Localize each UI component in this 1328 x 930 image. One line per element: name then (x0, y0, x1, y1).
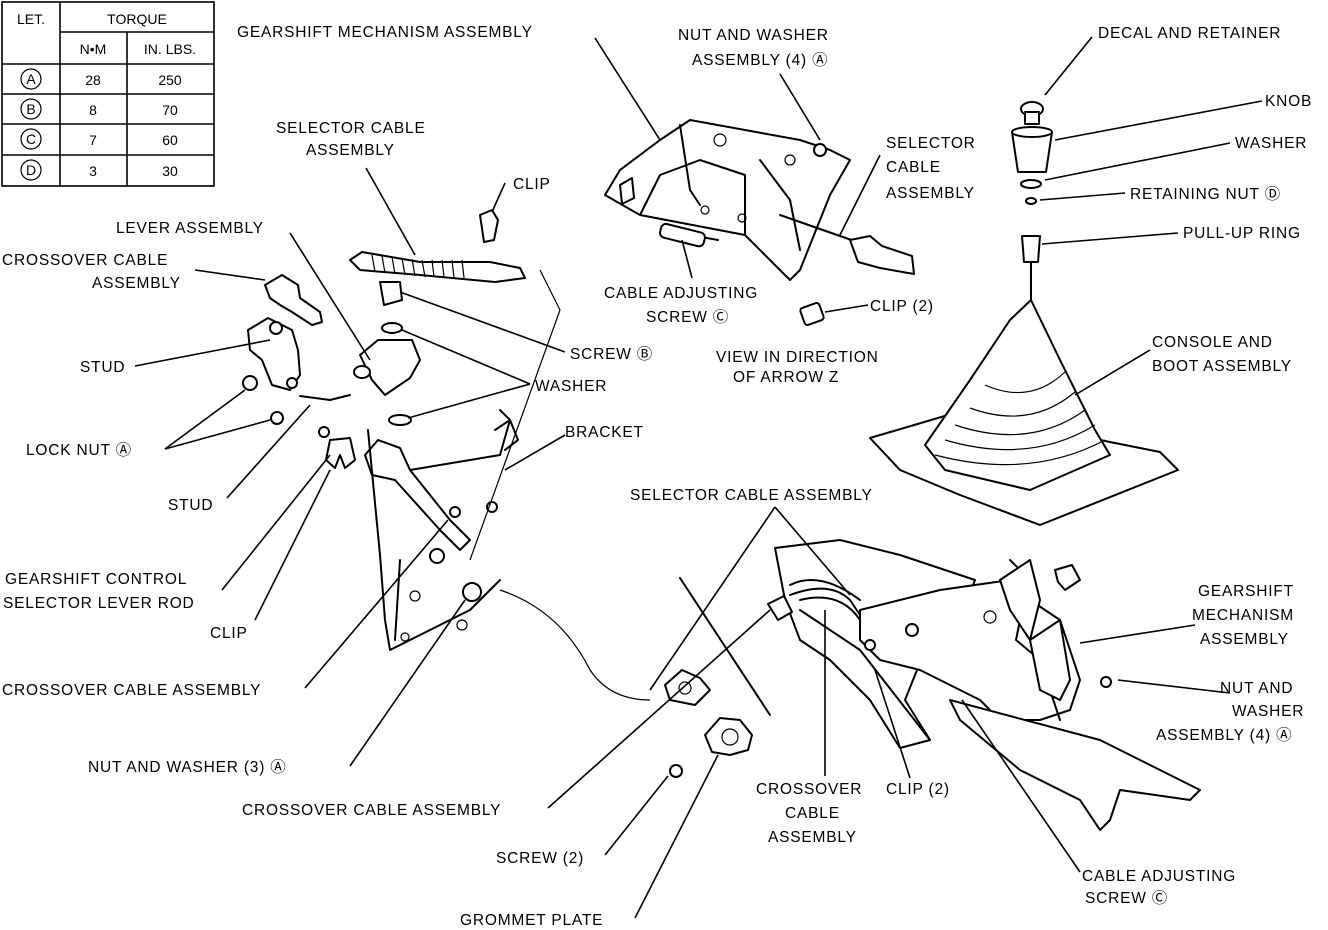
table-row: B 8 70 (20, 98, 178, 120)
label-lock-nut: LOCK NUT Ⓐ (26, 441, 132, 459)
table-row-nm: 8 (89, 102, 97, 118)
label-clip-2-bottom: CLIP (2) (886, 781, 950, 798)
gearshift-mechanism-bottom-drawing (664, 539, 1201, 831)
label-view-arrow-z: OF ARROW Z (733, 369, 839, 386)
label-gearshift-mechanism-right: ASSEMBLY (1200, 631, 1289, 648)
label-screw-2: SCREW (2) (496, 850, 584, 867)
table-row-inlbs: 30 (162, 163, 178, 179)
label-nut-washer-right: NUT AND (1220, 680, 1293, 697)
label-crossover-cable-bottom: ASSEMBLY (768, 829, 857, 846)
label-selector-cable-lower: SELECTOR CABLE ASSEMBLY (630, 487, 873, 504)
label-clip-left: CLIP (210, 625, 248, 642)
label-nut-washer-3: NUT AND WASHER (3) Ⓐ (88, 758, 287, 776)
label-cable-adjusting-bottom: CABLE ADJUSTING (1082, 868, 1236, 885)
table-row-nm: 7 (89, 132, 97, 148)
table-row-nm: 28 (85, 72, 101, 88)
table-row-nm: 3 (89, 163, 97, 179)
labels: GEARSHIFT MECHANISM ASSEMBLY NUT AND WAS… (2, 24, 1312, 929)
label-stud-1: STUD (80, 359, 125, 376)
label-crossover-cable-lower: CROSSOVER CABLE ASSEMBLY (242, 802, 501, 819)
gearshift-mechanism-top-drawing (604, 119, 915, 327)
label-lever-assembly: LEVER ASSEMBLY (116, 220, 264, 237)
table-row: C 7 60 (20, 128, 178, 150)
torque-table: LET. TORQUE N•M IN. LBS. A 28 250 B 8 70… (1, 1, 215, 187)
label-crossover-cable-bottom: CABLE (785, 805, 840, 822)
table-header-torque: TORQUE (107, 11, 167, 27)
knob-console-drawing (869, 101, 1179, 526)
lever-bracket-drawing (242, 209, 651, 701)
label-crossover-cable-tl: CROSSOVER CABLE (2, 252, 168, 269)
label-screw-b: SCREW Ⓑ (570, 345, 653, 363)
leader-lines (134, 36, 1263, 919)
label-selector-cable-left: SELECTOR CABLE (276, 120, 426, 137)
label-selector-cable-mid: ASSEMBLY (886, 185, 975, 202)
label-gearshift-mechanism-right: GEARSHIFT (1198, 583, 1294, 600)
label-retaining-nut: RETAINING NUT Ⓓ (1130, 185, 1281, 203)
label-crossover-cable-bottom: CROSSOVER (756, 781, 862, 798)
label-selector-cable-mid: CABLE (886, 159, 941, 176)
label-washer-right: WASHER (1235, 135, 1307, 152)
label-pull-up-ring: PULL-UP RING (1183, 225, 1301, 242)
label-cable-adjusting-top: CABLE ADJUSTING (604, 285, 758, 302)
label-console-boot: BOOT ASSEMBLY (1152, 358, 1292, 375)
label-selector-cable-mid: SELECTOR (886, 135, 976, 152)
table-row-letter: A (26, 71, 36, 87)
label-crossover-cable-left: CROSSOVER CABLE ASSEMBLY (2, 682, 261, 699)
table-row: D 3 30 (20, 159, 178, 181)
label-knob: KNOB (1265, 93, 1312, 110)
label-decal-retainer: DECAL AND RETAINER (1098, 25, 1281, 42)
label-nut-washer-right: ASSEMBLY (4) Ⓐ (1156, 726, 1292, 744)
table-row-inlbs: 250 (158, 72, 182, 88)
label-grommet-plate: GROMMET PLATE (460, 912, 603, 929)
label-console-boot: CONSOLE AND (1152, 334, 1273, 351)
label-nut-washer-top: ASSEMBLY (4) Ⓐ (692, 51, 828, 69)
table-row: A 28 250 (20, 68, 182, 90)
table-row-inlbs: 70 (162, 102, 178, 118)
table-header-nm: N•M (80, 41, 107, 57)
table-row-inlbs: 60 (162, 132, 178, 148)
table-row-letter: C (26, 131, 36, 147)
label-gearshift-control-rod: SELECTOR LEVER ROD (3, 595, 195, 612)
table-header-inlbs: IN. LBS. (144, 41, 196, 57)
label-stud-2: STUD (168, 497, 213, 514)
label-clip-2-top: CLIP (2) (870, 298, 934, 315)
table-row-letter: B (26, 101, 35, 117)
label-gearshift-mechanism-right: MECHANISM (1192, 607, 1294, 624)
label-cable-adjusting-bottom: SCREW Ⓒ (1085, 889, 1168, 907)
label-gearshift-control-rod: GEARSHIFT CONTROL (5, 571, 187, 588)
table-header-letter: LET. (17, 11, 45, 27)
label-selector-cable-left: ASSEMBLY (306, 142, 395, 159)
label-view-arrow-z: VIEW IN DIRECTION (716, 349, 879, 366)
label-cable-adjusting-top: SCREW Ⓒ (646, 308, 729, 326)
table-row-letter: D (26, 162, 36, 178)
label-washer-mid: WASHER (535, 378, 607, 395)
label-gearshift-mechanism-top: GEARSHIFT MECHANISM ASSEMBLY (237, 24, 533, 41)
label-nut-washer-top: NUT AND WASHER (678, 27, 829, 44)
label-bracket: BRACKET (565, 424, 644, 441)
label-nut-washer-right: WASHER (1232, 703, 1304, 720)
label-clip-top: CLIP (513, 176, 551, 193)
label-crossover-cable-tl: ASSEMBLY (92, 275, 181, 292)
